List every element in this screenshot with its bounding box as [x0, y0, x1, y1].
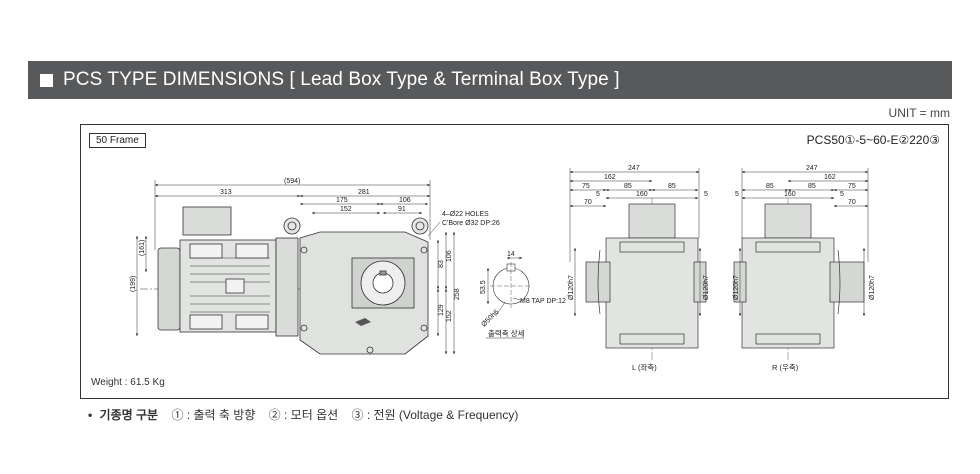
- right-view-caption: R (우축): [772, 363, 799, 372]
- holes-note-2: C'Bore Ø32 DP:26: [442, 220, 500, 227]
- right-dim-247: 247: [806, 165, 818, 172]
- legend-heading: 기종명 구분: [99, 408, 159, 422]
- right-view-dims: [738, 168, 869, 316]
- right-bore-2: Ø120h7: [869, 275, 876, 300]
- left-dim-85a: 85: [624, 183, 632, 190]
- main-dimension-labels: (594) 313 281 175 152 106 91 (161) (199)…: [130, 178, 500, 322]
- legend-item-motor-option: ② : 모터 옵션: [268, 408, 339, 422]
- shaft-detail-caption: 출력축 상세: [488, 328, 525, 338]
- shaft-dim-53-5: 53.5: [480, 280, 487, 294]
- shaft-diameter: Ø50h6: [480, 309, 500, 329]
- legend-item-output-shaft: ① : 출력 축 방향: [171, 408, 256, 422]
- left-bore-2: Ø120h7: [703, 275, 710, 300]
- left-dim-75: 75: [582, 183, 590, 190]
- right-dim-160: 160: [784, 191, 796, 198]
- left-view-labels: 247 162 75 85 85 5 160 5 70 Ø120h7 Ø120h…: [568, 165, 710, 372]
- shaft-tap-note: M8 TAP DP:12: [520, 298, 566, 305]
- dim-281: 281: [358, 189, 370, 196]
- right-view-labels: 247 162 5 85 85 75 160 5 70 Ø120h7 Ø120h…: [733, 165, 876, 372]
- dim-129: 129: [438, 304, 445, 316]
- left-dim-5a: 5: [596, 191, 600, 198]
- shaft-detail-labels: 14 53.5 M8 TAP DP:12 Ø50h6 출력축 상세: [480, 251, 566, 338]
- right-shaft-view: [733, 198, 865, 362]
- left-view-dims: [569, 168, 702, 316]
- left-shaft-view: [585, 198, 707, 362]
- dim-152: 152: [340, 206, 352, 213]
- legend-bullet: •: [88, 408, 93, 422]
- dim-91: 91: [398, 206, 406, 213]
- dim-106: 106: [399, 197, 411, 204]
- dim-313: 313: [220, 189, 232, 196]
- shaft-dim-14: 14: [507, 251, 515, 258]
- left-dim-247: 247: [628, 165, 640, 172]
- page-title: PCS TYPE DIMENSIONS [ Lead Box Type & Te…: [63, 69, 620, 90]
- dim-258: 258: [454, 288, 461, 300]
- section-title-bar: PCS TYPE DIMENSIONS [ Lead Box Type & Te…: [28, 61, 952, 99]
- frame-size-label: 50 Frame: [89, 133, 146, 148]
- shaft-detail: [486, 256, 532, 339]
- left-dim-162: 162: [604, 174, 616, 181]
- right-dim-70: 70: [848, 199, 856, 206]
- right-dim-5a: 5: [735, 191, 739, 198]
- left-view-caption: L (좌축): [632, 363, 657, 372]
- model-code-legend: • 기종명 구분 ① : 출력 축 방향 ② : 모터 옵션 ③ : 전원 (V…: [88, 406, 528, 423]
- drawing-frame: [80, 124, 949, 399]
- weight-label: Weight : 61.5 Kg: [91, 377, 165, 388]
- right-dim-85b: 85: [808, 183, 816, 190]
- dim-106v: 106: [446, 250, 453, 262]
- dim-152v: 152: [446, 310, 453, 322]
- right-bore-1: Ø120h7: [733, 275, 740, 300]
- dim-175: 175: [336, 197, 348, 204]
- dim-594: (594): [284, 178, 300, 185]
- right-dim-85a: 85: [766, 183, 774, 190]
- right-dim-5b: 5: [840, 191, 844, 198]
- right-dim-162: 162: [824, 174, 836, 181]
- left-dim-70: 70: [584, 199, 592, 206]
- left-dim-5b: 5: [704, 191, 708, 198]
- legend-item-power: ③ : 전원 (Voltage & Frequency): [351, 408, 519, 422]
- right-dim-75: 75: [848, 183, 856, 190]
- main-side-view: [140, 206, 430, 355]
- left-bore-1: Ø120h7: [568, 275, 575, 300]
- main-dimension-lines: [135, 180, 456, 354]
- dim-199: (199): [130, 276, 137, 292]
- dim-83: 83: [438, 260, 445, 268]
- left-dim-160: 160: [636, 191, 648, 198]
- unit-label: UNIT = mm: [888, 106, 950, 120]
- left-dim-85b: 85: [668, 183, 676, 190]
- model-code: PCS50①-5~60-E②220③: [806, 133, 940, 147]
- dim-161: (161): [139, 240, 146, 256]
- holes-note-1: 4–Ø22 HOLES: [442, 211, 489, 218]
- square-bullet-icon: [40, 73, 53, 87]
